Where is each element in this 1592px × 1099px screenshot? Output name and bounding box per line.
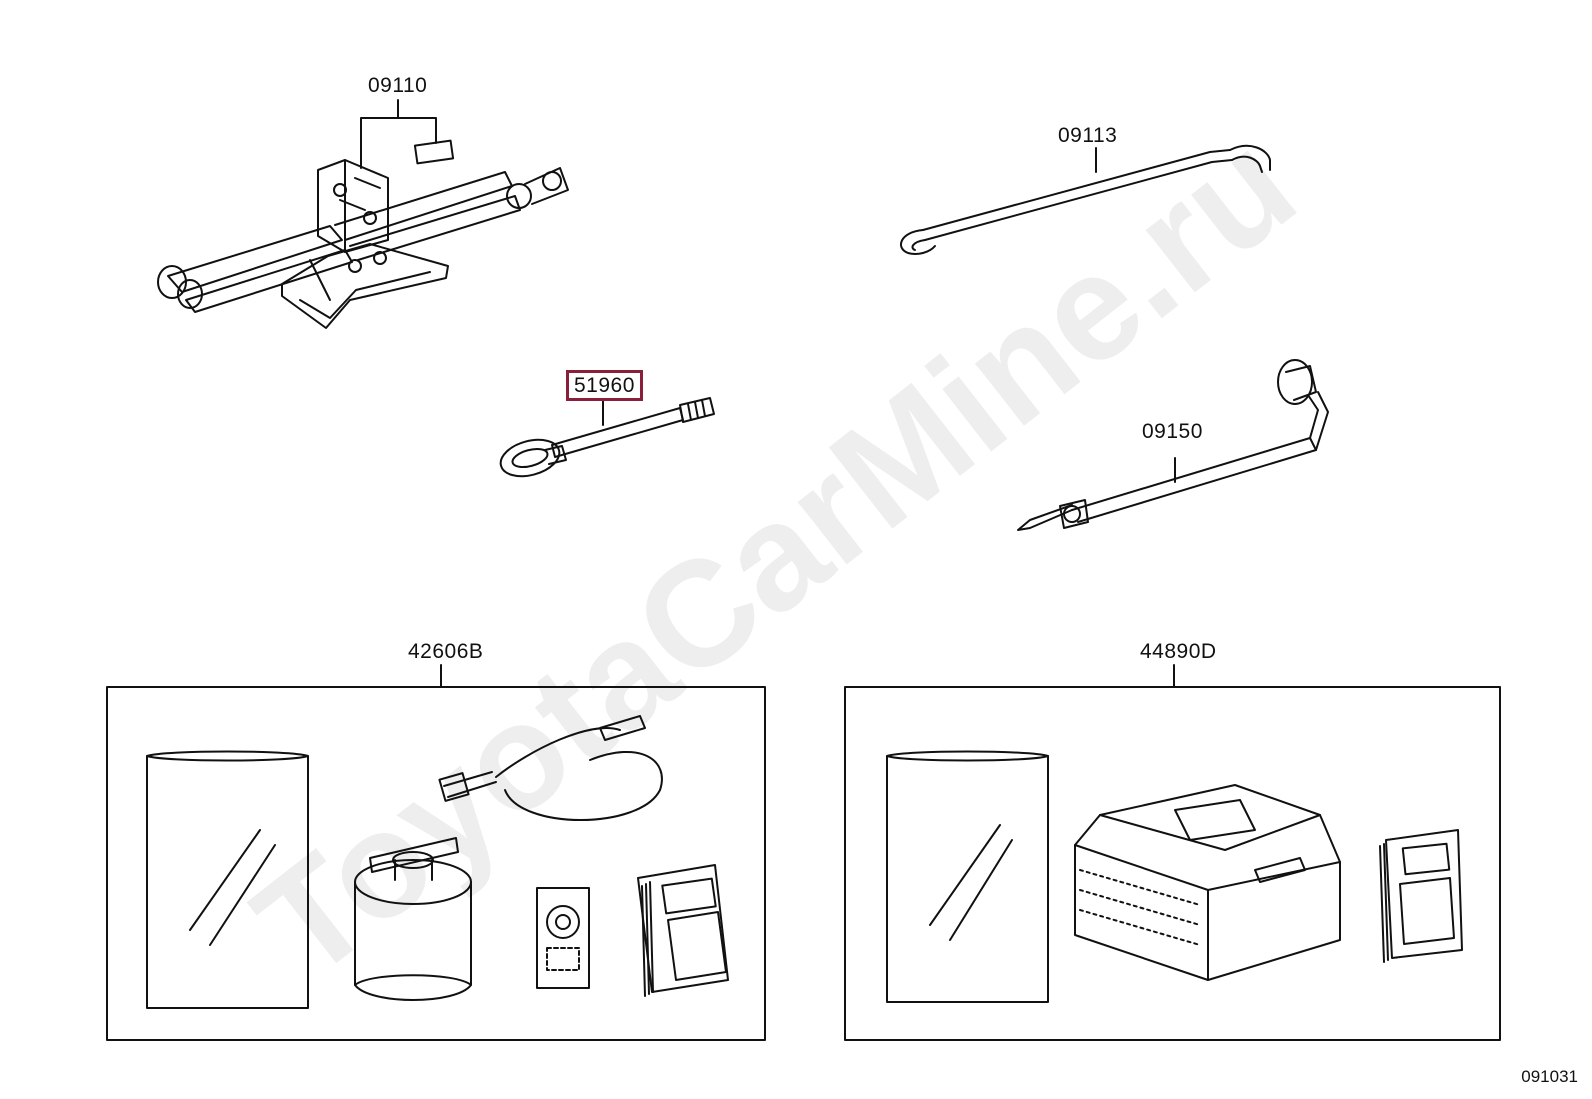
tire-repair-kit-illustration xyxy=(106,664,766,1041)
part-number-wheel-wrench[interactable]: 09150 xyxy=(1142,420,1203,443)
towing-eye-illustration xyxy=(499,397,715,478)
part-number-tire-repair-kit[interactable]: 42606B xyxy=(408,640,484,663)
wheel-wrench-illustration xyxy=(1017,359,1329,531)
compressor-kit-illustration xyxy=(844,664,1501,1041)
part-number-jack[interactable]: 09110 xyxy=(368,74,428,97)
jack-illustration xyxy=(157,99,569,329)
part-number-towing-eye[interactable]: 51960 xyxy=(566,370,643,401)
diagram-code: 091031 xyxy=(1521,1067,1578,1086)
jack-handle-illustration xyxy=(899,144,1271,256)
part-number-jack-handle[interactable]: 09113 xyxy=(1058,124,1118,147)
part-number-compressor-kit[interactable]: 44890D xyxy=(1140,640,1217,663)
